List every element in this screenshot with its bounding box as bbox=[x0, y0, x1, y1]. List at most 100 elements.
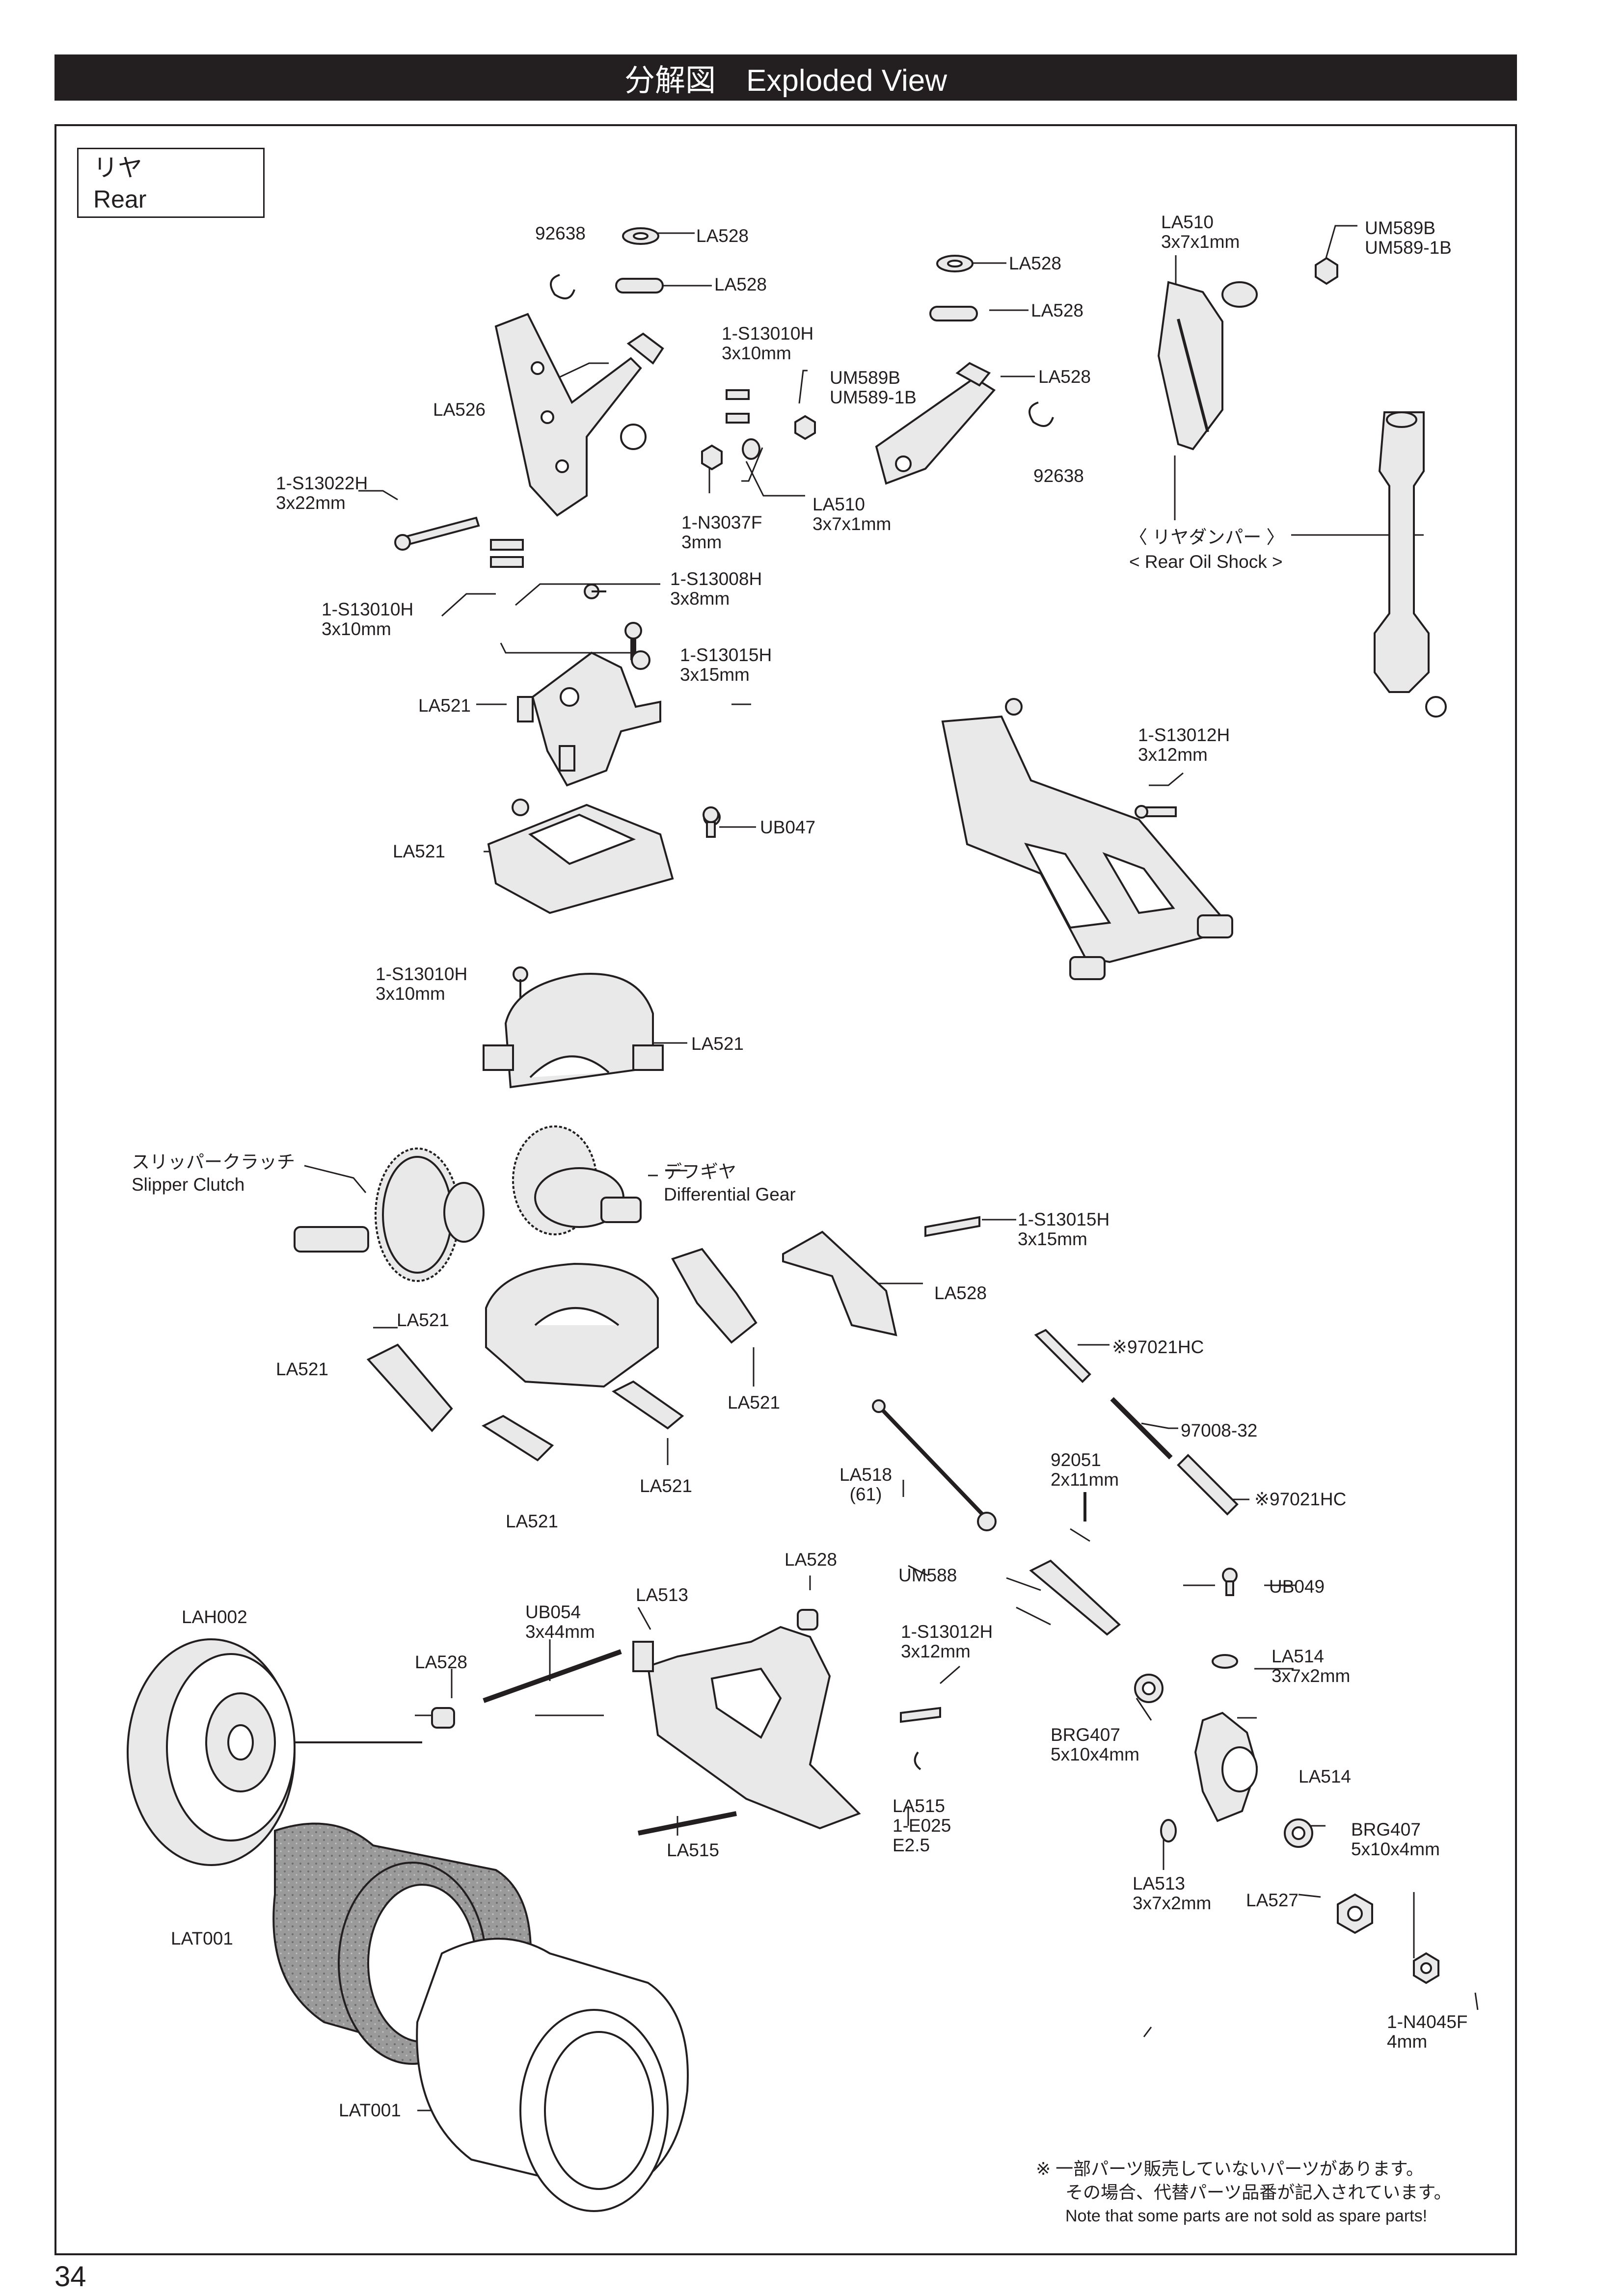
label-ub047: UB047 bbox=[760, 817, 816, 837]
label-line: 3mm bbox=[681, 532, 722, 552]
label-line: LA513 bbox=[1133, 1873, 1185, 1894]
label-line: 1-S13015H bbox=[680, 645, 772, 665]
label-line: 3x10mm bbox=[376, 984, 445, 1004]
label-la521-e: LA521 bbox=[276, 1359, 328, 1379]
label-la518: LA518 (61) bbox=[839, 1465, 892, 1504]
label-la513-b: LA513 3x7x2mm bbox=[1133, 1874, 1211, 1913]
label-line: 3x12mm bbox=[901, 1641, 971, 1661]
label-s13015-b: 1-S13015H 3x15mm bbox=[1018, 1210, 1110, 1249]
label-lat001-b: LAT001 bbox=[339, 2100, 401, 2120]
label-um589-mid: UM589B UM589-1B bbox=[830, 368, 917, 407]
label-line: 3x10mm bbox=[722, 343, 791, 363]
label-la514-a: LA514 3x7x2mm bbox=[1272, 1647, 1350, 1686]
label-s13022: 1-S13022H 3x22mm bbox=[276, 474, 368, 513]
label-la521-g: LA521 bbox=[640, 1476, 692, 1496]
label-line: LA515 bbox=[893, 1796, 945, 1816]
label-line: Slipper Clutch bbox=[132, 1175, 245, 1195]
label-s13010-b: 1-S13010H 3x10mm bbox=[322, 600, 413, 639]
label-line: 5x10x4mm bbox=[1351, 1839, 1440, 1859]
label-slipper-clutch: スリッパークラッチ Slipper Clutch bbox=[132, 1151, 295, 1196]
label-brg407-a: BRG407 5x10x4mm bbox=[1051, 1725, 1139, 1764]
label-92051: 92051 2x11mm bbox=[1051, 1450, 1119, 1490]
label-line: Differential Gear bbox=[664, 1184, 796, 1204]
label-la526: LA526 bbox=[433, 400, 486, 420]
label-line: UM589-1B bbox=[1365, 238, 1452, 258]
label-s13012-a: 1-S13012H 3x12mm bbox=[1138, 725, 1230, 765]
label-la521-h: LA521 bbox=[506, 1511, 558, 1531]
label-rear-oil-shock: 〈 リヤダンパー 〉 < Rear Oil Shock > bbox=[1129, 525, 1285, 574]
label-line: 1-S13010H bbox=[722, 323, 814, 344]
label-lah002: LAH002 bbox=[182, 1607, 247, 1627]
diagram-frame bbox=[54, 124, 1517, 2255]
label-92638-a: 92638 bbox=[535, 223, 586, 243]
page-number: 34 bbox=[54, 2261, 86, 2293]
label-line: LA514 bbox=[1272, 1646, 1324, 1666]
label-la528-b: LA528 bbox=[714, 274, 767, 294]
label-s13010-c: 1-S13010H 3x10mm bbox=[376, 964, 467, 1004]
label-line: LA510 bbox=[812, 494, 865, 514]
label-line: 3x15mm bbox=[680, 665, 750, 685]
label-lat001-a: LAT001 bbox=[171, 1928, 233, 1949]
label-92638-b: 92638 bbox=[1033, 466, 1084, 486]
label-line: 1-S13015H bbox=[1018, 1209, 1110, 1229]
label-line: UM589B bbox=[830, 368, 900, 388]
note-line-2: その場合、代替パーツ品番が記入されています。 bbox=[1065, 2182, 1452, 2202]
label-97021hc-a: ※97021HC bbox=[1112, 1337, 1204, 1357]
label-line: 1-N4045F bbox=[1387, 2012, 1468, 2032]
spare-parts-note: ※ 一部パーツ販売していないパーツがあります。 その場合、代替パーツ品番が記入さ… bbox=[1036, 2157, 1452, 2228]
label-line: 2x11mm bbox=[1051, 1469, 1119, 1490]
label-line: 1-E025 bbox=[893, 1815, 951, 1836]
label-ub054: UB054 3x44mm bbox=[525, 1602, 595, 1642]
label-line: 3x7x1mm bbox=[812, 514, 892, 534]
label-la528-e: LA528 bbox=[1038, 367, 1091, 387]
label-la528-h: LA528 bbox=[415, 1652, 467, 1672]
label-line: 3x7x2mm bbox=[1133, 1893, 1212, 1913]
label-line: UB054 bbox=[525, 1602, 581, 1622]
label-line: 〈 リヤダンパー 〉 bbox=[1129, 527, 1285, 547]
label-la515-a: LA515 1-E025 E2.5 bbox=[893, 1796, 951, 1855]
label-ub049: UB049 bbox=[1269, 1576, 1325, 1597]
label-brg407-b: BRG407 5x10x4mm bbox=[1351, 1820, 1440, 1859]
label-line: (61) bbox=[849, 1484, 882, 1504]
label-line: E2.5 bbox=[893, 1835, 930, 1855]
label-97021hc-b: ※97021HC bbox=[1254, 1489, 1347, 1509]
label-line: 1-S13008H bbox=[670, 569, 762, 589]
label-la521-b: LA521 bbox=[393, 841, 445, 861]
label-s13008: 1-S13008H 3x8mm bbox=[670, 569, 762, 609]
label-line: スリッパークラッチ bbox=[132, 1152, 295, 1172]
label-line: 3x10mm bbox=[322, 619, 391, 639]
label-line: UM589B bbox=[1365, 218, 1435, 238]
label-line: 3x8mm bbox=[670, 588, 730, 609]
label-s13015-a: 1-S13015H 3x15mm bbox=[680, 645, 772, 685]
label-um589-top: UM589B UM589-1B bbox=[1365, 218, 1452, 258]
label-line: 1-S13010H bbox=[376, 964, 468, 984]
label-line: 3x7x2mm bbox=[1272, 1666, 1351, 1686]
label-la527: LA527 bbox=[1246, 1890, 1299, 1910]
label-n3037: 1-N3037F 3mm bbox=[681, 513, 762, 552]
label-line: 92051 bbox=[1051, 1450, 1101, 1470]
section-title-box: リヤ Rear bbox=[77, 148, 265, 218]
label-n4045: 1-N4045F 4mm bbox=[1387, 2012, 1468, 2052]
label-um588: UM588 bbox=[898, 1565, 957, 1585]
page-title: 分解図 Exploded View bbox=[624, 64, 947, 98]
label-la513-a: LA513 bbox=[636, 1585, 688, 1605]
label-line: 1-S13022H bbox=[276, 473, 368, 493]
label-la521-a: LA521 bbox=[418, 695, 471, 716]
label-la528-g: LA528 bbox=[785, 1549, 837, 1570]
label-line: 3x12mm bbox=[1138, 745, 1208, 765]
label-line: UM589-1B bbox=[830, 387, 917, 407]
label-line: 1-S13012H bbox=[901, 1622, 993, 1642]
label-line: BRG407 bbox=[1351, 1819, 1421, 1840]
label-la528-a: LA528 bbox=[696, 226, 749, 246]
label-line: 1-N3037F bbox=[681, 512, 762, 533]
page-header: 分解図 Exploded View bbox=[54, 54, 1517, 101]
label-la528-f: LA528 bbox=[934, 1283, 987, 1303]
label-97008-32: 97008-32 bbox=[1181, 1420, 1258, 1441]
label-la514-b: LA514 bbox=[1299, 1766, 1351, 1787]
label-s13012-b: 1-S13012H 3x12mm bbox=[901, 1622, 993, 1661]
label-line: デフギヤ bbox=[664, 1162, 736, 1182]
label-line: 3x15mm bbox=[1018, 1229, 1087, 1249]
label-line: 3x22mm bbox=[276, 493, 346, 513]
label-la521-f: LA521 bbox=[728, 1392, 780, 1413]
label-line: < Rear Oil Shock > bbox=[1129, 552, 1283, 572]
